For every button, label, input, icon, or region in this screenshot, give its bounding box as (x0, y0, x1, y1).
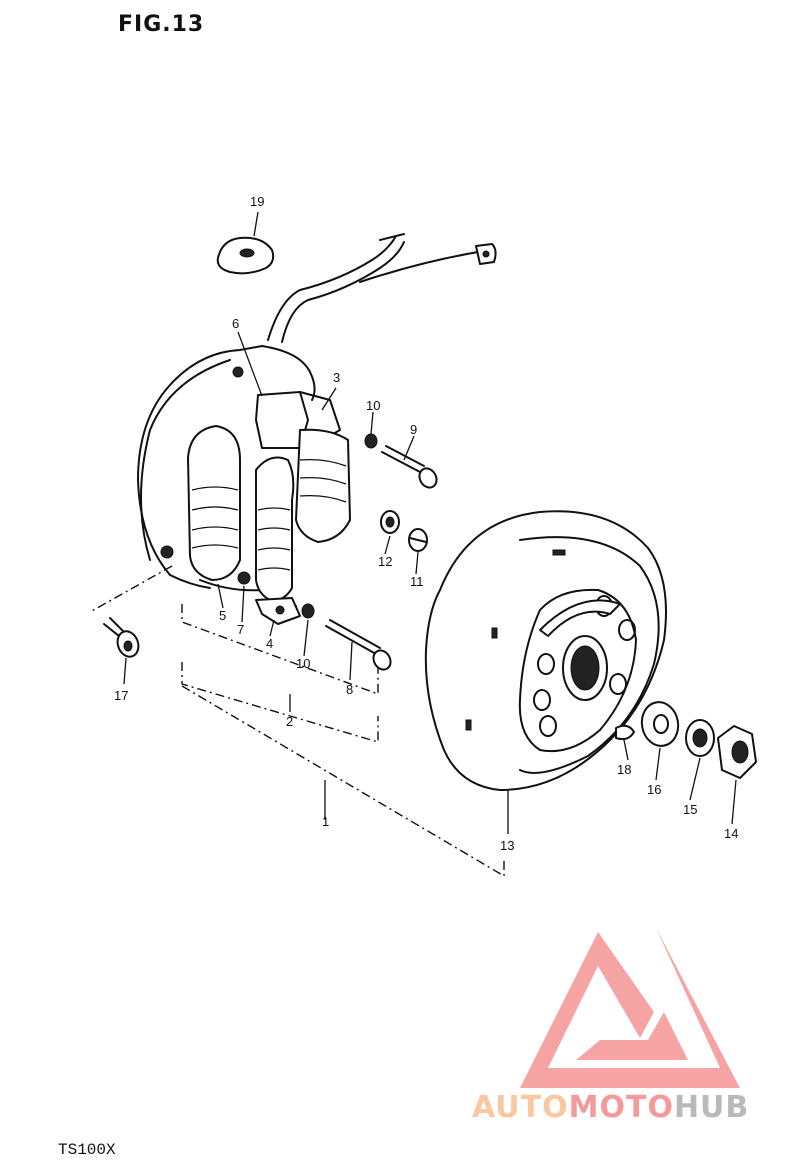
callout-9: 9 (410, 422, 417, 437)
part-19-grommet (216, 236, 275, 275)
watermark-word-auto: AUTO (472, 1090, 569, 1125)
callout-6: 6 (232, 316, 239, 331)
callout-12: 12 (378, 554, 392, 569)
callout-15: 15 (683, 802, 697, 817)
watermark-word-moto: MOTO (568, 1090, 674, 1125)
part-13-flywheel (424, 510, 667, 791)
watermark-text: AUTOMOTOHUB (472, 1090, 749, 1125)
callout-13: 13 (500, 838, 514, 853)
watermark-word-hub: HUB (673, 1090, 750, 1125)
part-5-charging-coil (187, 425, 297, 607)
callout-16: 16 (647, 782, 661, 797)
callout-17: 17 (114, 688, 128, 703)
model-code: TS100X (58, 1141, 116, 1159)
callout-7: 7 (237, 622, 244, 637)
part-17-bolt (103, 617, 140, 658)
callout-5: 5 (219, 608, 226, 623)
part-12-washer (380, 510, 400, 534)
callout-18: 18 (617, 762, 631, 777)
stator-plate (137, 345, 316, 589)
callout-14: 14 (724, 826, 738, 841)
part-15-lock-washer (685, 719, 715, 757)
callout-11: 11 (410, 574, 424, 589)
callout-labels: 19 6 3 10 9 12 11 5 7 4 10 8 17 2 18 16 … (114, 194, 738, 853)
callout-1: 1 (322, 814, 329, 829)
part-10-washer-lower (301, 603, 315, 619)
callout-8: 8 (346, 682, 353, 697)
watermark-logo-icon (520, 928, 740, 1088)
callout-19: 19 (250, 194, 264, 209)
part-16-washer (640, 701, 680, 747)
callout-10-lower: 10 (296, 656, 310, 671)
group-brackets (89, 565, 505, 878)
part-10-washer-upper (364, 433, 378, 449)
part-7-screw (237, 571, 251, 585)
leader-lines (123, 211, 737, 834)
wire-harness (267, 233, 497, 343)
callout-4: 4 (266, 636, 273, 651)
callout-2: 2 (286, 714, 293, 729)
part-14-nut (717, 725, 757, 779)
part-8-screw (325, 619, 392, 671)
part-9-screw (381, 445, 438, 489)
part-11-screw (408, 528, 428, 552)
callout-3: 3 (333, 370, 340, 385)
part-18-key (615, 724, 635, 741)
callout-10-upper: 10 (366, 398, 380, 413)
part-4-lighting-coil (255, 456, 301, 625)
part-3-pickup-coil (255, 391, 351, 543)
figure-title: FIG.13 (118, 12, 205, 37)
